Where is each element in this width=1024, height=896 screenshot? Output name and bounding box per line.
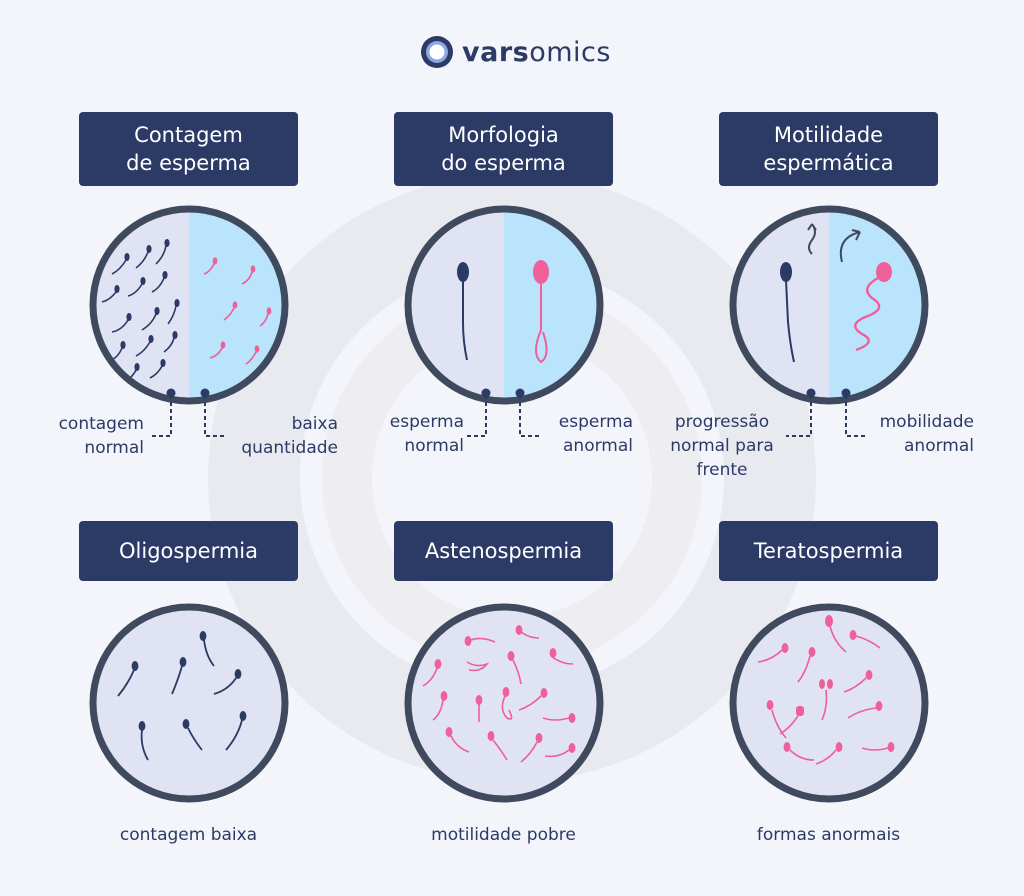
caption-astenospermia: motilidade pobre	[431, 825, 576, 845]
motility-circle	[729, 205, 929, 405]
astenospermia-circle	[404, 603, 604, 803]
teratospermia-circle	[729, 603, 929, 803]
logo-text: varsomics	[462, 36, 611, 68]
abnormal-sperm	[533, 260, 549, 364]
normal-sperm	[457, 262, 469, 361]
circular-arrow-icon	[839, 229, 861, 263]
forward-wave-icon	[807, 223, 817, 255]
normal-motile-sperm	[780, 262, 795, 363]
morphology-circle	[404, 205, 604, 405]
abnormal-forms-sperm-group	[757, 625, 889, 765]
caption-teratospermia: formas anormais	[756, 825, 901, 845]
oligospermia-circle	[89, 603, 289, 803]
low-count-sperm-group	[203, 263, 269, 365]
varsomics-logo: varsomics	[420, 32, 611, 72]
logo-mark-icon	[421, 36, 453, 68]
sparse-sperm-group	[117, 639, 243, 761]
title-oligospermia: Oligospermia	[79, 521, 298, 581]
count-circle	[89, 205, 289, 405]
caption-oligospermia: contagem baixa	[119, 825, 258, 845]
poor-motility-sperm-group	[422, 631, 574, 763]
abnormal-motile-sperm	[854, 262, 892, 352]
title-astenospermia: Astenospermia	[394, 521, 613, 581]
title-teratospermia: Teratospermia	[719, 521, 938, 581]
